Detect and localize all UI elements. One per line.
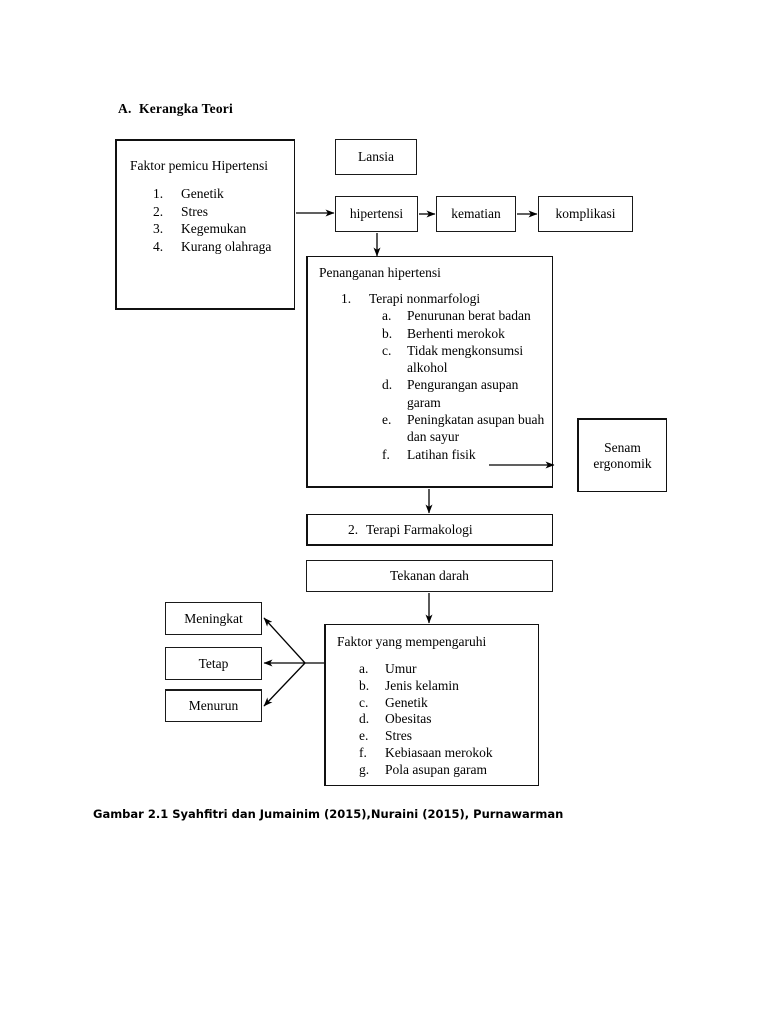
list-text: Stres	[385, 728, 412, 744]
list-item: e. Peningkatan asupan buah dan sayur	[382, 411, 552, 446]
list-text: Peningkatan asupan buah dan sayur	[407, 412, 545, 445]
list-item: d. Pengurangan asupan garam	[382, 376, 552, 411]
box-farmakologi-label: Terapi Farmakologi	[366, 521, 473, 537]
arrow-hub-to-menurun	[263, 662, 306, 707]
box-menurun: Menurun	[165, 689, 262, 722]
list-item: 1. Terapi nonmarfologi a. Penurunan bera…	[341, 290, 544, 463]
terapi-nonmarfologi-sublist: a. Penurunan berat badan b. Berhenti mer…	[382, 307, 552, 463]
list-item: b. Jenis kelamin	[359, 678, 493, 695]
box-senam-label: Senam ergonomik	[593, 440, 651, 471]
list-text: Kurang olahraga	[181, 238, 272, 254]
list-item: 2. Stres	[153, 203, 271, 221]
list-text: Genetik	[385, 694, 428, 710]
list-text: Pengurangan asupan garam	[407, 377, 519, 410]
list-marker: b.	[359, 677, 370, 693]
box-tetap-label: Tetap	[198, 655, 229, 671]
list-text: Terapi nonmarfologi	[369, 291, 481, 306]
box-kematian-label: kematian	[451, 206, 501, 222]
list-text: Penurunan berat badan	[407, 308, 531, 324]
box-penanganan-hipertensi: Penanganan hipertensi 1. Terapi nonmarfo…	[306, 256, 553, 488]
page-title: A. Kerangka Teori	[118, 101, 233, 117]
list-marker: d.	[382, 377, 393, 393]
faktor-mempengaruhi-list: a. Umur b. Jenis kelamin c. Genetik d. O…	[359, 661, 493, 779]
list-marker: f.	[382, 446, 390, 462]
box-lansia-label: Lansia	[358, 149, 394, 165]
list-item: e. Stres	[359, 728, 493, 745]
box-faktor-pemicu-hipertensi: Faktor pemicu Hipertensi 1. Genetik 2. S…	[115, 139, 295, 310]
box-faktor-yang-mempengaruhi: Faktor yang mempengaruhi a. Umur b. Jeni…	[324, 624, 539, 786]
list-marker: e.	[359, 728, 369, 744]
list-item: f. Kebiasaan merokok	[359, 745, 493, 762]
list-marker: a.	[382, 308, 392, 324]
list-marker: a.	[359, 661, 369, 676]
list-text: Obesitas	[385, 711, 432, 727]
box-komplikasi-label: komplikasi	[555, 206, 616, 222]
list-item: 3. Kegemukan	[153, 220, 271, 238]
box-kematian: kematian	[436, 196, 516, 232]
box-hipertensi-label: hipertensi	[349, 206, 404, 222]
box-senam-ergonomik: Senam ergonomik	[577, 418, 667, 492]
list-marker: g.	[359, 761, 370, 777]
box-farmakologi-marker: 2.	[347, 521, 359, 537]
box-menurun-label: Menurun	[188, 698, 239, 714]
box-tetap: Tetap	[165, 647, 262, 680]
list-item: c. Genetik	[359, 695, 493, 712]
box-lansia: Lansia	[335, 139, 417, 175]
box-terapi-farmakologi: 2. Terapi Farmakologi	[306, 514, 553, 546]
list-marker: f.	[359, 744, 367, 760]
box-faktor-pengaruh-title: Faktor yang mempengaruhi	[337, 634, 487, 649]
list-item: d. Obesitas	[359, 711, 493, 728]
page-title-text: Kerangka Teori	[139, 101, 233, 116]
page-title-marker: A.	[118, 101, 132, 116]
figure-caption: Gambar 2.1 Syahfitri dan Jumainim (2015)…	[93, 807, 564, 821]
list-marker: c.	[382, 342, 392, 358]
list-text: Kebiasaan merokok	[385, 744, 493, 760]
box-senam-line1: Senam	[604, 439, 641, 455]
list-item: a. Penurunan berat badan	[382, 307, 552, 324]
arrow-hub-to-meningkat	[263, 617, 306, 664]
list-item: 1. Genetik	[153, 185, 271, 203]
box-tekanan-darah: Tekanan darah	[306, 560, 553, 592]
list-marker: 1.	[341, 291, 352, 306]
list-text: Kegemukan	[181, 221, 247, 237]
box-tekanan-darah-label: Tekanan darah	[390, 568, 469, 584]
list-text: Umur	[385, 661, 417, 676]
list-marker: b.	[382, 325, 393, 341]
list-marker: c.	[359, 694, 369, 710]
list-text: Pola asupan garam	[385, 761, 487, 777]
box-komplikasi: komplikasi	[538, 196, 633, 232]
box-meningkat-label: Meningkat	[184, 610, 243, 626]
list-marker: 3.	[153, 221, 164, 237]
list-text: Latihan fisik	[407, 446, 476, 462]
list-text: Genetik	[181, 186, 224, 201]
list-item: 4. Kurang olahraga	[153, 238, 271, 256]
list-item: g. Pola asupan garam	[359, 762, 493, 779]
list-marker: d.	[359, 711, 370, 727]
list-text: Berhenti merokok	[407, 325, 505, 341]
list-marker: 2.	[153, 203, 164, 219]
list-text: Jenis kelamin	[385, 677, 459, 693]
box-meningkat: Meningkat	[165, 602, 262, 635]
penanganan-list: 1. Terapi nonmarfologi a. Penurunan bera…	[341, 290, 544, 463]
box-faktor-pemicu-title: Faktor pemicu Hipertensi	[130, 158, 268, 173]
list-marker: 4.	[153, 238, 164, 254]
list-text: Tidak mengkonsumsi alkohol	[407, 342, 524, 376]
box-hipertensi: hipertensi	[335, 196, 418, 232]
list-marker: e.	[382, 412, 392, 428]
list-text: Stres	[181, 203, 208, 219]
list-item: b. Berhenti merokok	[382, 325, 552, 342]
list-item: f. Latihan fisik	[382, 446, 552, 463]
box-penanganan-title: Penanganan hipertensi	[319, 265, 441, 280]
box-senam-line2: ergonomik	[593, 455, 652, 471]
list-item: c. Tidak mengkonsumsi alkohol	[382, 342, 552, 377]
list-item: a. Umur	[359, 661, 493, 678]
list-marker: 1.	[153, 186, 164, 201]
faktor-pemicu-list: 1. Genetik 2. Stres 3. Kegemukan 4. Kura…	[153, 185, 271, 255]
